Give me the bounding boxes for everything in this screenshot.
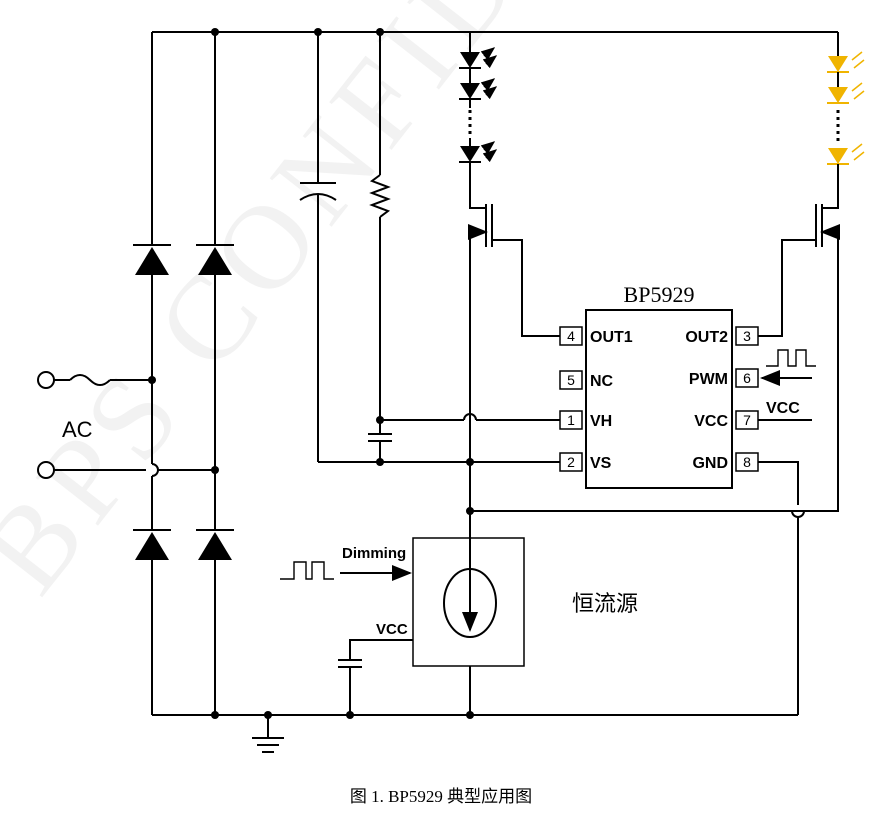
ic-pin-pwm: 6 PWM xyxy=(689,368,759,388)
constant-current-source xyxy=(412,511,525,667)
dimming-input: Dimming xyxy=(280,545,412,581)
led-icon xyxy=(827,51,865,73)
bridge-diode-d1 xyxy=(133,244,171,275)
svg-text:8: 8 xyxy=(743,454,751,470)
led-icon xyxy=(459,47,498,69)
svg-text:7: 7 xyxy=(743,412,751,428)
vcc-pin7-label: VCC xyxy=(766,400,800,417)
junction-dot xyxy=(346,711,354,719)
svg-text:OUT1: OUT1 xyxy=(590,329,633,346)
led-string-white xyxy=(459,47,498,163)
ic-pin-vs: 2 VS xyxy=(559,452,612,472)
led-string-amber xyxy=(827,51,865,165)
mosfet-q2-symbol xyxy=(758,192,840,337)
dimming-label: Dimming xyxy=(342,545,406,562)
ic-bp5929: BP5929 4 OUT1 5 NC 1 VH 2 VS 3 OUT2 xyxy=(559,282,759,489)
startup-resistor-symbol xyxy=(369,174,391,218)
cs-vcc-label: VCC xyxy=(376,621,408,638)
ac-label: AC xyxy=(62,417,93,442)
pwm-waveform-icon xyxy=(766,349,816,367)
svg-text:VCC: VCC xyxy=(694,413,728,430)
led-icon xyxy=(827,143,865,165)
svg-text:3: 3 xyxy=(743,328,751,344)
mosfet-q1-symbol xyxy=(468,192,560,337)
svg-text:5: 5 xyxy=(567,372,575,388)
svg-text:6: 6 xyxy=(743,370,751,386)
watermark-text: BPS CONFIDENTIAL xyxy=(0,0,851,616)
ground-icon xyxy=(252,715,284,753)
bridge-diode-d2 xyxy=(196,244,234,275)
led-icon xyxy=(459,141,498,163)
svg-text:4: 4 xyxy=(567,328,575,344)
source-wire xyxy=(470,232,839,512)
vh-capacitor-symbol xyxy=(368,420,392,462)
ic-body xyxy=(585,309,733,489)
ic-name: BP5929 xyxy=(624,282,695,307)
bridge-diode-d3 xyxy=(133,529,171,560)
ic-pin-out2: 3 OUT2 xyxy=(685,326,759,346)
bridge-diode-d4 xyxy=(196,529,234,560)
current-source-box xyxy=(412,537,525,667)
dimming-waveform-icon xyxy=(280,561,334,580)
junction-dot xyxy=(466,711,474,719)
figure-caption: 图 1. BP5929 典型应用图 xyxy=(350,787,532,806)
ic-pin-vcc: 7 VCC xyxy=(694,410,759,430)
svg-text:GND: GND xyxy=(692,455,728,472)
pwm-input xyxy=(760,349,816,386)
ic-pin-gnd: 8 GND xyxy=(692,452,759,472)
ac-input-terminal-2 xyxy=(37,461,219,479)
constant-current-label: 恒流源 xyxy=(572,591,638,616)
svg-text:2: 2 xyxy=(567,454,575,470)
gnd-wire xyxy=(758,461,799,505)
svg-text:NC: NC xyxy=(590,373,614,390)
svg-text:PWM: PWM xyxy=(689,371,728,388)
ic-pin-out1: 4 OUT1 xyxy=(559,326,633,346)
svg-text:1: 1 xyxy=(567,412,575,428)
svg-text:VS: VS xyxy=(590,455,612,472)
ic-pin-vh: 1 VH xyxy=(559,410,612,430)
cs-vcc-wire xyxy=(338,639,413,715)
svg-text:VH: VH xyxy=(590,413,612,430)
watermark: BPS CONFIDENTIAL xyxy=(0,0,851,616)
ac-input-terminal-1 xyxy=(37,371,156,389)
junction-dot xyxy=(211,711,219,719)
led-icon xyxy=(827,82,865,104)
ic-pin-nc: 5 NC xyxy=(559,370,614,390)
svg-text:OUT2: OUT2 xyxy=(685,329,728,346)
fuse-icon xyxy=(69,374,111,386)
